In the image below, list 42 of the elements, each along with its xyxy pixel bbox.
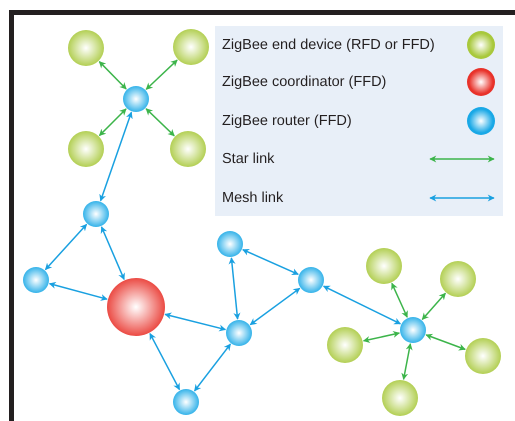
star-link-arrow xyxy=(391,282,408,318)
star-link-arrow xyxy=(146,108,175,136)
legend-label: Mesh link xyxy=(222,190,284,206)
legend-label: ZigBee router (FFD) xyxy=(222,113,352,129)
router-sphere xyxy=(173,389,199,415)
star-link-arrow xyxy=(362,330,400,343)
star-link-arrow xyxy=(98,61,127,90)
mesh-link-arrow xyxy=(44,224,88,270)
end-device-sphere xyxy=(382,380,418,416)
router-sphere xyxy=(226,320,252,346)
router-sphere xyxy=(123,86,149,112)
star-link-arrow xyxy=(401,343,413,380)
star-link-arrow xyxy=(422,292,446,320)
mesh-link-arrow xyxy=(99,112,133,202)
mesh-link-arrow xyxy=(250,288,300,326)
end-device-sphere xyxy=(327,327,363,363)
star-link-arrow xyxy=(425,334,466,350)
star-link-arrow xyxy=(98,108,127,136)
legend-label: ZigBee coordinator (FFD) xyxy=(222,74,386,90)
mesh-link-arrow xyxy=(194,344,232,392)
end-device-sphere xyxy=(173,29,209,65)
star-link-arrow xyxy=(146,60,178,90)
legend-label: ZigBee end device (RFD or FFD) xyxy=(222,37,435,53)
router-sphere xyxy=(298,267,324,293)
router-sphere xyxy=(83,201,109,227)
mesh-link-arrow xyxy=(228,257,240,320)
end-device-sphere xyxy=(170,131,206,167)
mesh-link-arrow xyxy=(242,249,299,275)
mesh-link-arrow xyxy=(322,285,402,325)
mesh-link-arrow xyxy=(149,332,180,390)
router-sphere xyxy=(400,317,426,343)
end-device-sphere xyxy=(465,338,501,374)
router-sphere xyxy=(217,231,243,257)
end-device-sphere xyxy=(68,131,104,167)
router-sphere xyxy=(23,267,49,293)
mesh-link-arrow xyxy=(100,226,125,280)
mesh-link-arrow xyxy=(48,282,108,301)
end-device-sphere xyxy=(440,261,476,297)
end-device-sphere xyxy=(366,248,402,284)
legend-label: Star link xyxy=(222,151,274,167)
end-device-sphere xyxy=(68,30,104,66)
mesh-link-arrow xyxy=(164,312,226,332)
